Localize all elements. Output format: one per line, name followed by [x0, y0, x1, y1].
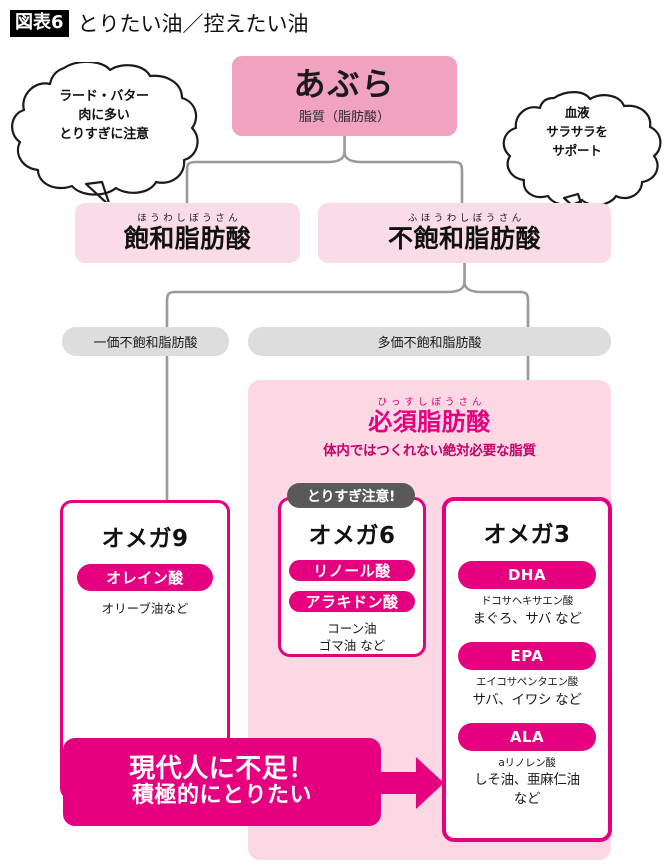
saturated-label: 飽和脂肪酸	[123, 223, 252, 253]
omega3-ala-sources-cont: など	[513, 790, 541, 807]
omega9-title: オメガ9	[101, 526, 189, 552]
root-node-abura: あぶら 脂質（脂肪酸）	[232, 56, 457, 136]
omega3-acid-dha: DHA	[458, 561, 596, 589]
left-bubble-shape	[11, 62, 199, 202]
category-polyunsaturated: 多価不飽和脂肪酸	[248, 327, 611, 356]
figure-header: 図表6 とりたい油／控えたい油	[10, 8, 309, 38]
omega6-acid-linoleic: リノール酸	[289, 560, 415, 581]
unsaturated-label: 不飽和脂肪酸	[387, 223, 541, 253]
omega6-sources-line2: ゴマ油 など	[318, 638, 386, 654]
callout-banner-insufficient: 現代人に不足！ 積極的にとりたい	[63, 738, 381, 826]
banner-line-1: 現代人に不足！	[129, 754, 315, 785]
essential-ruby: ひっすしぼうさん	[377, 397, 486, 408]
omega3-ala-fullname: aリノレン酸	[498, 756, 556, 769]
unsaturated-ruby: ふほうわしぼうさん	[407, 213, 525, 225]
card-omega-6: オメガ6 リノール酸 アラキドン酸 コーン油 ゴマ油 など	[278, 497, 426, 657]
omega3-ala-sources: しそ油、亜麻仁油	[474, 772, 580, 789]
card-omega-3: オメガ3 DHA ドコサヘキサエン酸 まぐろ、サバ など EPA エイコサペンタ…	[442, 497, 612, 842]
page-title: とりたい油／控えたい油	[77, 12, 309, 36]
banner-line-2: 積極的にとりたい	[131, 783, 312, 809]
root-sublabel: 脂質（脂肪酸）	[298, 109, 390, 125]
figure-number-tag: 図表6	[10, 9, 69, 37]
omega6-acid-arachidonic: アラキドン酸	[289, 591, 415, 612]
left-bubble-text: ラード・バター 肉に多い とりすぎに注意	[59, 89, 149, 142]
node-saturated-fatty-acid: ほうわしぼうさん 飽和脂肪酸	[75, 203, 300, 263]
omega3-title: オメガ3	[483, 522, 571, 548]
root-label: あぶら	[293, 65, 396, 104]
right-bubble-text: 血液 サラサラを サポート	[546, 105, 608, 158]
omega3-acid-epa: EPA	[458, 641, 596, 670]
omega3-dha-sources: まぐろ、サバ など	[472, 610, 582, 627]
essential-subtitle: 体内ではつくれない絶対必要な脂質	[323, 443, 536, 460]
omega3-acid-ala: ALA	[458, 722, 596, 751]
node-unsaturated-fatty-acid: ふほうわしぼうさん 不飽和脂肪酸	[318, 203, 611, 263]
omega6-sources-line1: コーン油	[327, 621, 377, 636]
omega9-sources: オリーブ油など	[101, 601, 189, 616]
overconsumption-warning-tab: とりすぎ注意!	[287, 483, 415, 508]
omega3-epa-sources: サバ、イワシ など	[472, 691, 582, 708]
omega6-title: オメガ6	[308, 523, 396, 549]
omega3-epa-fullname: エイコサペンタエン酸	[476, 675, 578, 688]
arrow-right-icon	[372, 757, 444, 809]
omega3-dha-fullname: ドコサヘキサエン酸	[481, 595, 573, 607]
essential-title: 必須脂肪酸	[368, 408, 491, 436]
category-monounsaturated: 一価不飽和脂肪酸	[62, 327, 229, 356]
omega9-acid-oleic: オレイン酸	[77, 564, 213, 591]
saturated-ruby: ほうわしぼうさん	[137, 213, 242, 225]
